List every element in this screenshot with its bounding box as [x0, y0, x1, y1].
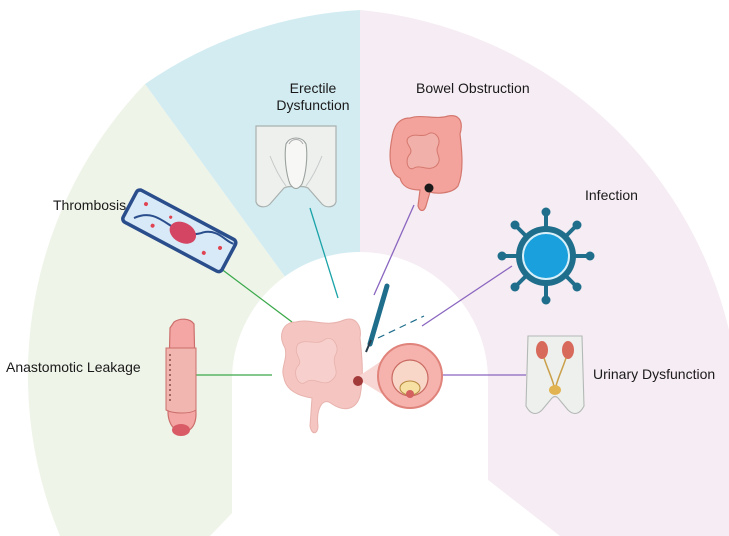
scalpel-icon — [365, 283, 425, 353]
center-disc-bottom — [232, 380, 488, 536]
center-colon-icon — [281, 318, 363, 434]
label-infection: Infection — [585, 187, 638, 203]
label-anastomotic-leakage: Anastomotic Leakage — [6, 359, 141, 375]
connector-erectile — [309, 207, 339, 299]
vein-icon — [121, 188, 238, 274]
label-erectile-dysfunction: Erectile Dysfunction — [258, 80, 368, 114]
pelvis-icon — [255, 125, 337, 208]
label-urinary-dysfunction: Urinary Dysfunction — [593, 366, 716, 382]
stoma-icon — [165, 318, 197, 436]
background-sectors — [27, 10, 729, 536]
connector-infection — [421, 265, 513, 327]
label-erectile-line1: Erectile — [289, 80, 337, 96]
colon-icon — [389, 115, 463, 212]
connector-thrombosis — [211, 261, 293, 323]
connector-lines — [193, 204, 526, 376]
urinary-system-icon — [525, 335, 585, 415]
sector-pink-edge — [690, 330, 729, 536]
connector-bowel — [373, 204, 415, 296]
label-thrombosis: Thrombosis — [53, 197, 127, 213]
label-erectile-line2: Dysfunction — [276, 97, 350, 113]
label-bowel-obstruction: Bowel Obstruction — [416, 80, 530, 96]
tumor-icon — [353, 343, 443, 409]
virus-icon — [497, 207, 595, 305]
